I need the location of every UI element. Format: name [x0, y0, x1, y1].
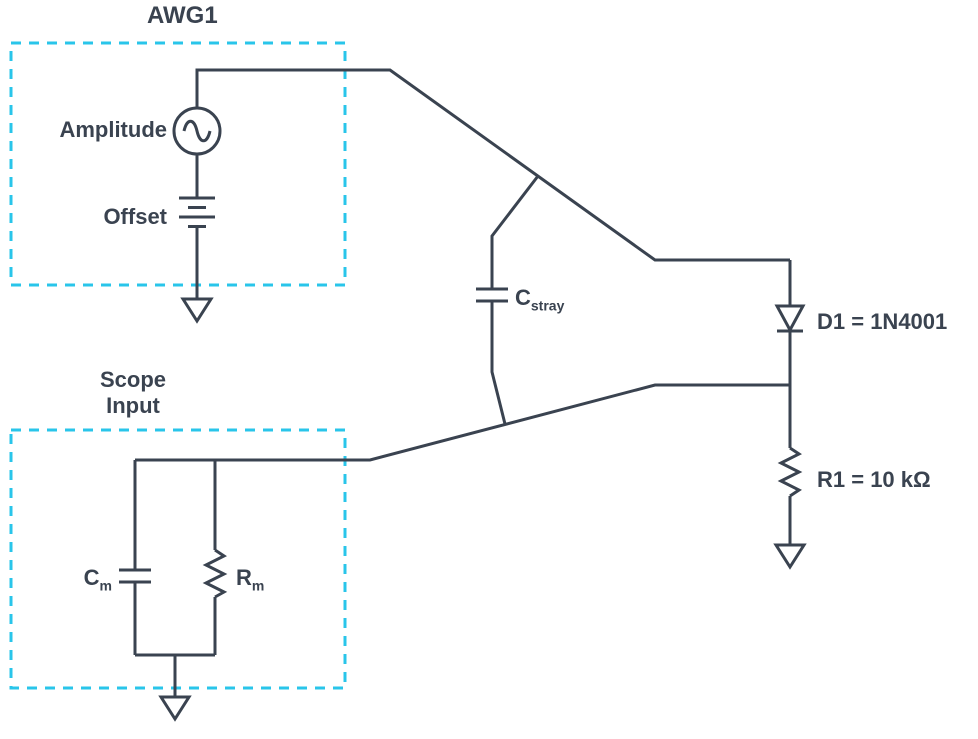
scope-input-title-label: Scope Input	[58, 367, 208, 419]
rm-label-main: R	[236, 565, 252, 590]
awg1-ground-icon	[180, 297, 214, 324]
amplitude-label: Amplitude	[59, 117, 167, 142]
r1-resistor-icon	[777, 446, 803, 498]
offset-label: Offset	[103, 204, 167, 229]
rm-label: Rm	[236, 565, 264, 598]
cm-label-main: C	[83, 565, 100, 590]
rm-label-sub: m	[251, 577, 265, 594]
scope-input-title-line1: Scope	[99, 367, 167, 392]
cstray-capacitor-icon	[476, 287, 508, 303]
cstray-bottom-wire	[490, 301, 507, 425]
awg1-dashed-box	[9, 41, 347, 287]
cstray-label: Cstray	[515, 285, 564, 318]
cstray-label-main: C	[515, 285, 531, 310]
scope-dashed-box	[9, 428, 347, 690]
sine-source-circle	[172, 106, 222, 156]
cstray-label-sub: stray	[530, 297, 565, 314]
r1-ground-icon	[773, 543, 807, 570]
sine-source-icon	[172, 106, 222, 156]
sine-wave-glyph	[182, 119, 212, 143]
cm-label-sub: m	[99, 577, 112, 594]
r1-label: R1 = 10 kΩ	[817, 467, 931, 492]
cstray-top-wire	[490, 175, 540, 289]
diode-icon	[774, 304, 806, 334]
awg1-output-wire	[195, 68, 790, 262]
awg1-title-label: AWG1	[147, 2, 218, 29]
diode-triangle	[774, 304, 806, 334]
cm-label: Cm	[84, 565, 112, 598]
cm-capacitor-icon	[119, 568, 151, 584]
scope-ground-icon	[158, 695, 192, 722]
battery-icon	[179, 196, 215, 228]
rm-resistor-icon	[202, 548, 228, 599]
scope-branch-wire	[135, 383, 790, 462]
scope-input-title-line2: Input	[106, 393, 160, 418]
d1-label: D1 = 1N4001	[817, 309, 948, 334]
